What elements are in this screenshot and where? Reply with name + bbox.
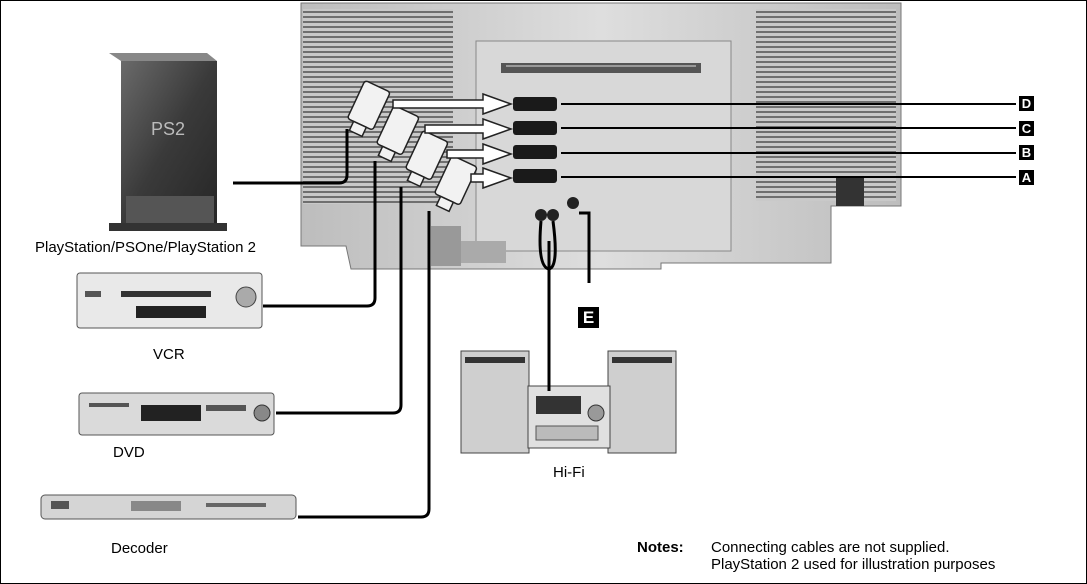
vcr-label: VCR <box>153 346 185 363</box>
connector-d-badge: D <box>1019 96 1034 111</box>
dvd-label: DVD <box>113 444 145 461</box>
decoder-label: Decoder <box>111 540 168 557</box>
ps2-logo: PS2 <box>151 119 185 139</box>
decoder-unit <box>41 495 296 519</box>
connector-a-badge: A <box>1019 170 1034 185</box>
playstation-console: PS2 <box>109 53 227 231</box>
notes-heading: Notes: <box>637 539 684 556</box>
dvd-unit <box>79 393 274 435</box>
hifi-system <box>461 351 676 453</box>
hifi-label: Hi-Fi <box>553 464 585 481</box>
connector-c-badge: C <box>1019 121 1034 136</box>
notes-line-1: Connecting cables are not supplied. <box>711 539 950 556</box>
vcr-unit <box>77 273 262 328</box>
connector-b-badge: B <box>1019 145 1034 160</box>
playstation-label: PlayStation/PSOne/PlayStation 2 <box>35 239 256 256</box>
connector-e-badge: E <box>578 307 599 328</box>
notes-line-2: PlayStation 2 used for illustration purp… <box>711 556 995 573</box>
